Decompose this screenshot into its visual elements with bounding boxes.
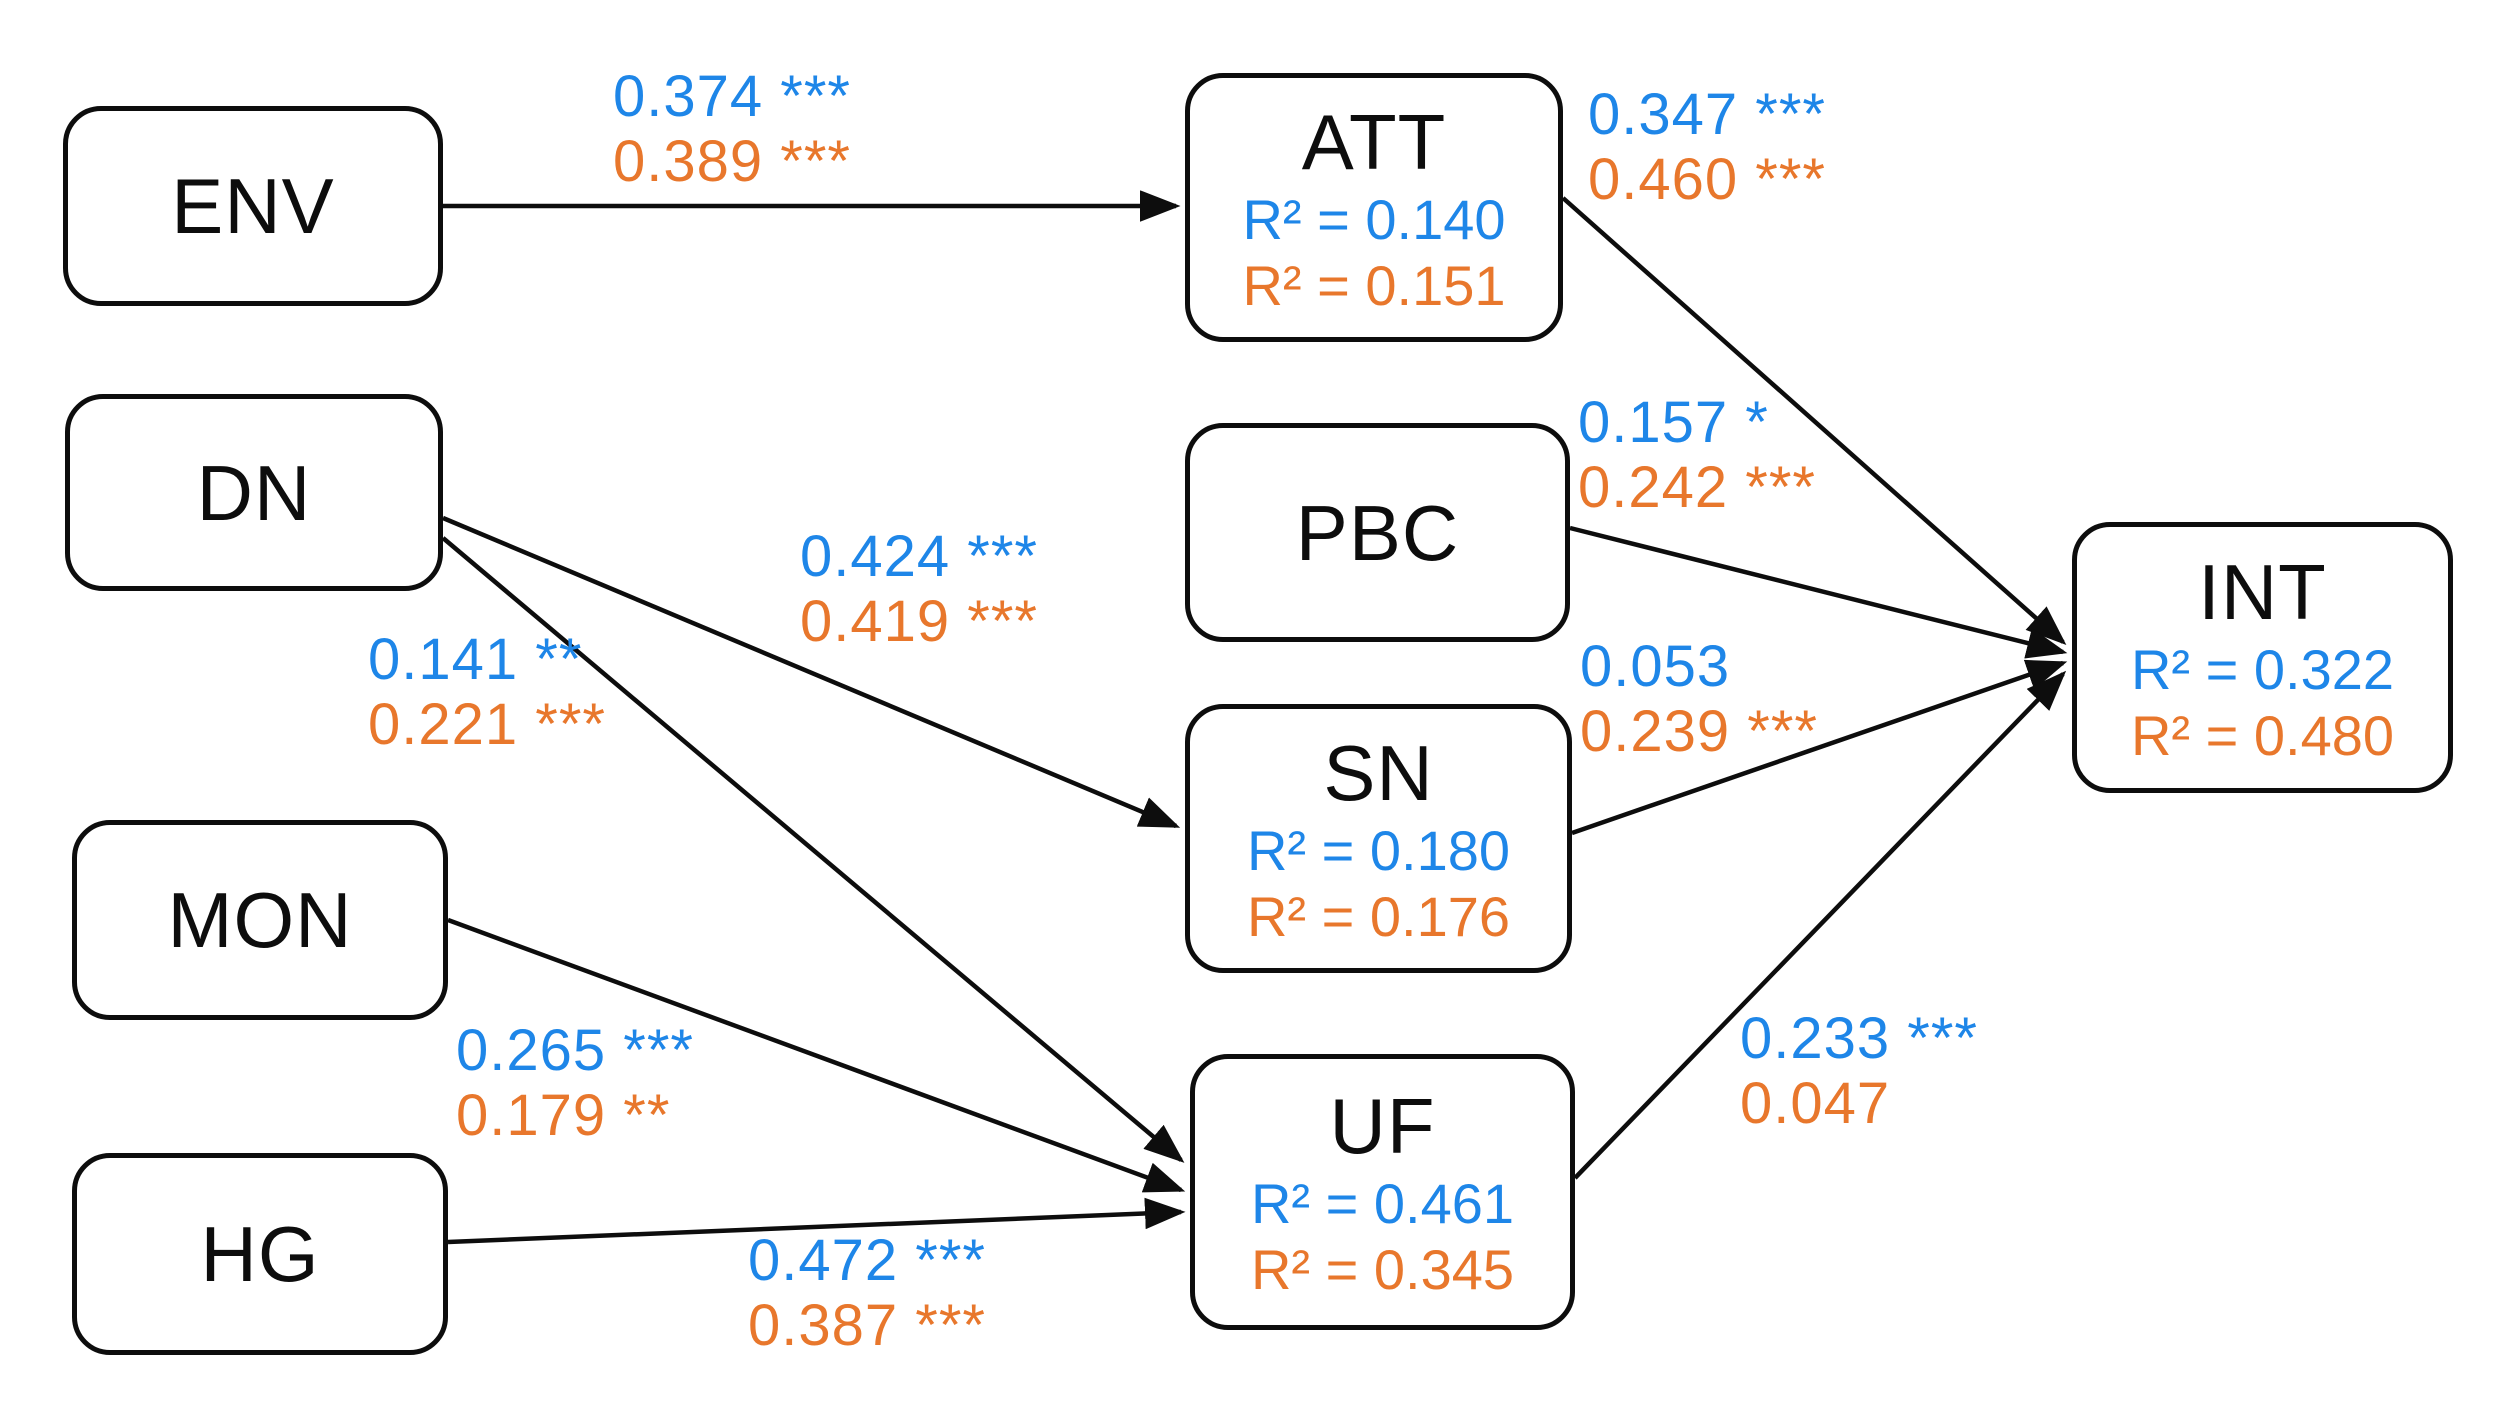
path-arrow-mon-to-uf: [447, 917, 1186, 1193]
coef-label-dn-to-uf: 0.141 **0.221 ***: [368, 627, 606, 757]
node-label-env: ENV: [171, 162, 335, 250]
coef-sample2: 0.047: [1740, 1071, 1891, 1136]
r2-sample2-uf: R² = 0.345: [1250, 1238, 1515, 1301]
coef-sample1: 0.374 ***: [613, 64, 851, 129]
coef-label-env-to-att: 0.374 ***0.389 ***: [613, 64, 851, 194]
coef-sample2: 0.221 ***: [368, 692, 606, 757]
node-hg: HG: [72, 1153, 448, 1355]
path-arrow-att-to-int: [1561, 196, 2067, 645]
coef-sample2: 0.242 ***: [1578, 455, 1816, 520]
node-label-uf: UF: [1329, 1082, 1436, 1170]
node-mon: MON: [72, 820, 448, 1020]
r2-sample1-int: R² = 0.322: [2130, 637, 2395, 701]
coef-sample2: 0.387 ***: [748, 1293, 986, 1358]
path-arrow-sn-to-int: [1571, 659, 2068, 836]
coef-sample1: 0.053: [1580, 634, 1731, 699]
coef-sample2: 0.239 ***: [1580, 699, 1818, 764]
coef-sample2: 0.419 ***: [800, 589, 1038, 654]
coef-sample1: 0.265 ***: [456, 1018, 694, 1083]
coef-sample1: 0.424 ***: [800, 524, 1038, 589]
path-arrow-dn-to-sn: [442, 515, 1181, 829]
node-label-hg: HG: [200, 1210, 320, 1298]
coef-label-att-to-int: 0.347 ***0.460 ***: [1588, 82, 1826, 212]
r2-sample1-att: R² = 0.140: [1242, 187, 1506, 251]
r2-sample2-att: R² = 0.151: [1242, 253, 1506, 317]
r2-sample1-sn: R² = 0.180: [1246, 818, 1511, 882]
coef-label-uf-to-int: 0.233 ***0.047: [1740, 1006, 1978, 1136]
coef-label-hg-to-uf: 0.472 ***0.387 ***: [748, 1228, 986, 1358]
coef-sample1: 0.141 **: [368, 627, 583, 692]
node-dn: DN: [65, 394, 443, 591]
r2-sample2-sn: R² = 0.176: [1246, 884, 1511, 948]
coef-sample1: 0.157 *: [1578, 390, 1769, 455]
r2-sample1-uf: R² = 0.461: [1250, 1172, 1515, 1235]
coef-sample2: 0.460 ***: [1588, 147, 1826, 212]
coef-sample1: 0.347 ***: [1588, 82, 1826, 147]
node-pbc: PBC: [1185, 423, 1570, 642]
path-arrow-hg-to-uf: [447, 1197, 1186, 1245]
node-label-sn: SN: [1323, 728, 1434, 817]
r2-sample2-int: R² = 0.480: [2130, 703, 2395, 767]
coef-sample2: 0.389 ***: [613, 129, 851, 194]
path-arrow-pbc-to-int: [1569, 525, 2068, 659]
node-label-dn: DN: [196, 448, 312, 537]
path-arrow-dn-to-uf: [441, 536, 1185, 1163]
node-label-mon: MON: [167, 876, 353, 964]
node-label-int: INT: [2198, 547, 2327, 636]
coef-label-mon-to-uf: 0.265 ***0.179 **: [456, 1018, 694, 1148]
node-label-pbc: PBC: [1295, 488, 1460, 577]
path-arrow-uf-to-int: [1573, 670, 2067, 1180]
coef-sample1: 0.472 ***: [748, 1228, 986, 1293]
coef-sample1: 0.233 ***: [1740, 1006, 1978, 1071]
node-env: ENV: [63, 106, 443, 306]
coef-sample2: 0.179 **: [456, 1083, 671, 1148]
coef-label-dn-to-sn: 0.424 ***0.419 ***: [800, 524, 1038, 654]
node-label-att: ATT: [1301, 97, 1447, 186]
coef-label-pbc-to-int: 0.157 *0.242 ***: [1578, 390, 1816, 520]
